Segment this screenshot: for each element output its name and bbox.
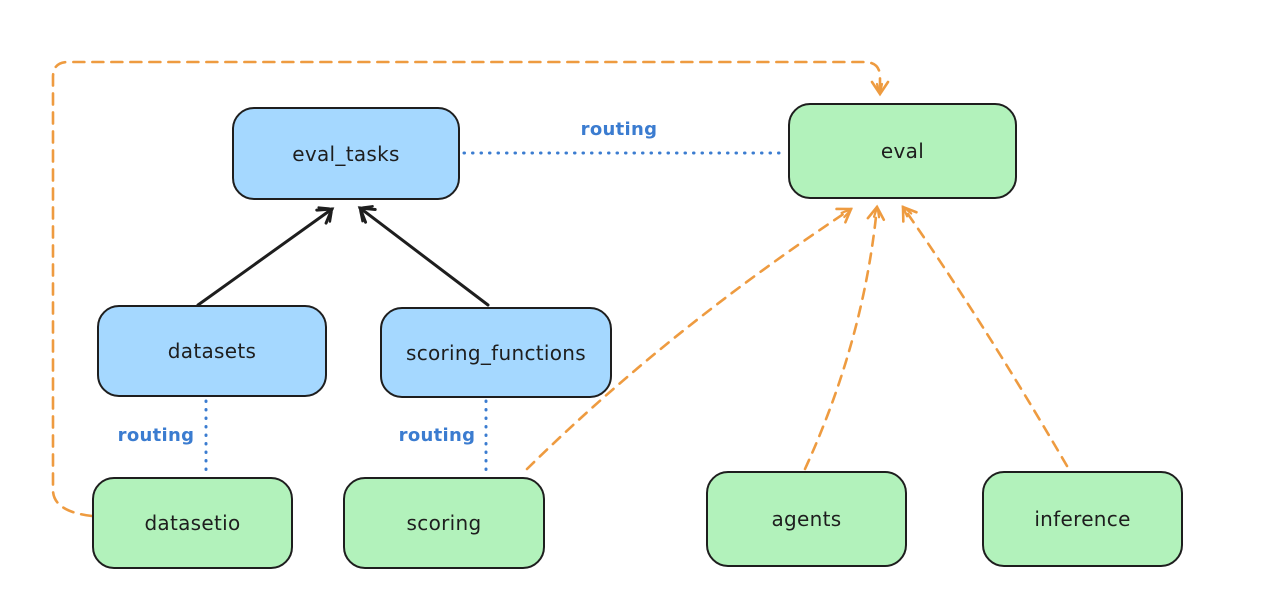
node-scoring-label: scoring [406,511,482,535]
node-agents-label: agents [771,507,842,531]
node-eval-tasks: eval_tasks [232,107,460,200]
node-inference: inference [982,471,1183,567]
edge-label-routing-scoring-functions-scoring: routing [398,425,476,446]
node-datasets: datasets [97,305,327,397]
node-eval-tasks-label: eval_tasks [292,141,400,166]
edge-datasets-to-eval-tasks [196,206,335,307]
node-scoring: scoring [343,477,545,569]
edge-datasetio-to-eval-dashed [51,60,890,518]
node-eval: eval [788,103,1017,199]
node-datasetio-label: datasetio [144,511,241,535]
edge-label-routing-datasets-datasetio: routing [117,425,195,446]
node-eval-label: eval [880,139,925,163]
node-inference-label: inference [1034,507,1131,531]
edge-inference-to-eval-dashed [901,205,1069,468]
node-agents: agents [706,471,907,567]
node-datasets-label: datasets [167,339,257,363]
edge-agents-to-eval-dashed [803,204,886,471]
node-scoring-functions-label: scoring_functions [405,340,587,365]
node-scoring-functions: scoring_functions [380,307,612,398]
node-datasetio: datasetio [92,477,293,569]
edge-scoring-functions-to-eval-tasks [357,205,490,307]
edge-label-routing-eval-tasks-eval: routing [580,119,658,140]
